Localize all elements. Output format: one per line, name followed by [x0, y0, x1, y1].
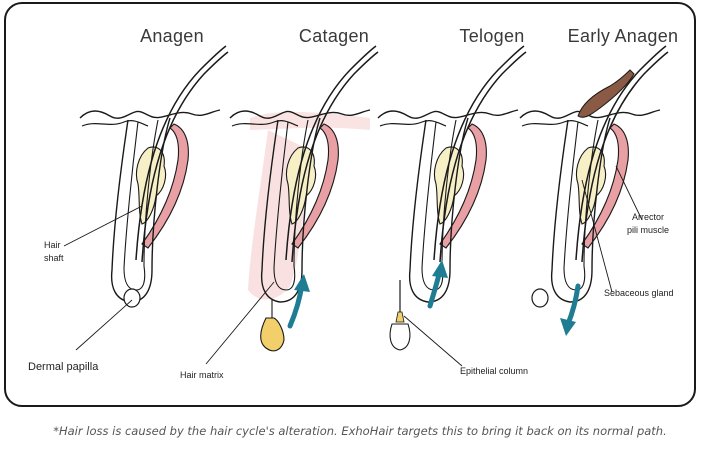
label-arrector-line2: pili muscle [627, 225, 669, 235]
stage-title-catagen: Catagen [299, 26, 369, 46]
label-hair-matrix: Hair matrix [180, 370, 224, 380]
follicle-early-anagen [519, 45, 669, 308]
label-arrector-line1: Arrector [632, 212, 664, 222]
arrow-down-early-anagen-icon [560, 283, 581, 336]
follicle-telogen [377, 45, 527, 351]
callout-dermal-papilla [75, 299, 133, 351]
label-sebaceous-gland: Sebaceous gland [604, 288, 674, 298]
dermal-papilla-early-anagen [531, 288, 549, 308]
stage-title-early-anagen: Early Anagen [568, 26, 679, 46]
follicle-catagen [229, 45, 379, 352]
callout-hair-matrix [205, 281, 275, 365]
callout-sebaceous-gland [581, 179, 613, 293]
callout-epithelial-column [403, 315, 463, 367]
shed-hair-icon [577, 69, 635, 118]
label-hair-shaft-line1: Hair [44, 240, 61, 250]
follicle-anagen [79, 45, 229, 308]
callout-arrector-pili [615, 165, 643, 221]
dermal-papilla-anagen [123, 288, 141, 308]
stage-title-anagen: Anagen [140, 26, 204, 46]
stage-title-telogen: Telogen [459, 26, 524, 46]
arrow-up-catagen-icon [287, 274, 310, 329]
dermal-papilla-catagen [260, 317, 285, 352]
epithelial-column-marker [395, 311, 405, 323]
label-epithelial-column: Epithelial column [460, 366, 528, 376]
callout-hair-shaft [63, 205, 143, 247]
arrow-up-telogen-icon [427, 260, 448, 309]
dermal-papilla-telogen [389, 323, 411, 351]
label-hair-shaft-line2: shaft [44, 253, 64, 263]
footnote: *Hair loss is caused by the hair cycle's… [53, 424, 667, 438]
label-dermal-papilla: Dermal papilla [28, 361, 99, 373]
